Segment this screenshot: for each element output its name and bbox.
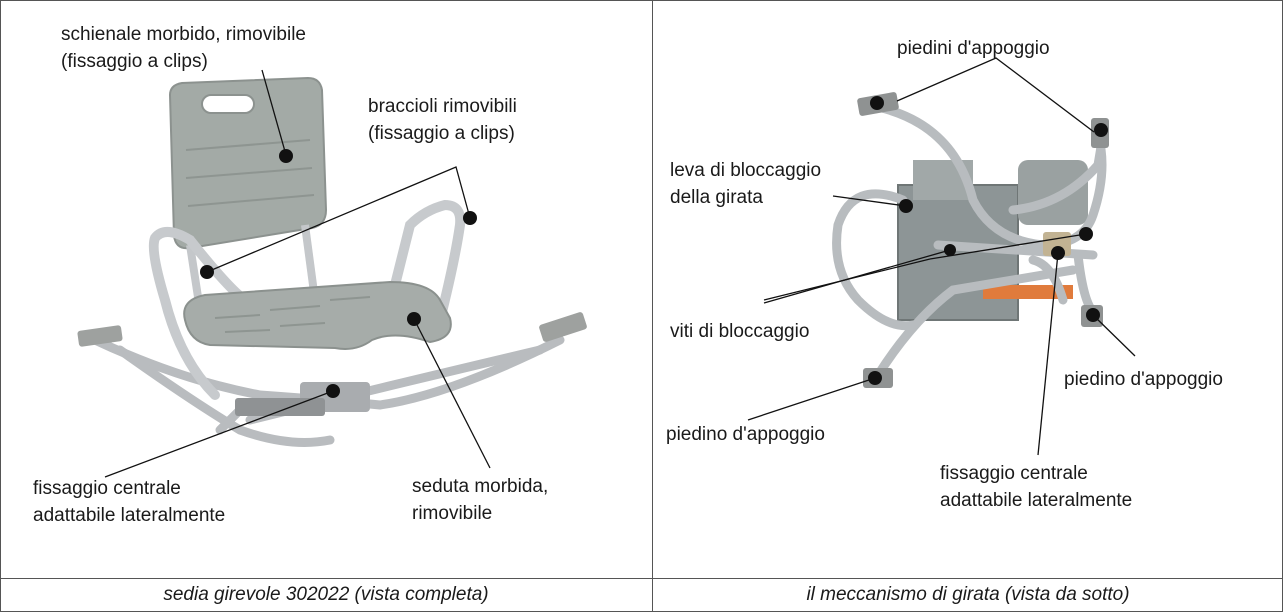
label-armrests: braccioli rimovibili (fissaggio a clips) bbox=[368, 96, 517, 144]
table-vertical-divider bbox=[652, 0, 653, 612]
label-lock-screws: viti di bloccaggio bbox=[670, 321, 810, 342]
label-central-fixing-left: fissaggio centrale adattabile lateralmen… bbox=[33, 478, 226, 526]
swivel-mechanism-illustration bbox=[747, 57, 1136, 456]
caption-right: il meccanismo di girata (vista da sotto) bbox=[806, 584, 1130, 605]
label-lock-lever: leva di bloccaggio della girata bbox=[670, 160, 822, 208]
label-backrest: schienale morbido, rimovibile (fissaggio… bbox=[61, 24, 306, 72]
caption-left: sedia girevole 302022 (vista completa) bbox=[163, 584, 489, 605]
label-support-foot-right: piedino d'appoggio bbox=[1064, 369, 1223, 390]
table-horizontal-divider bbox=[0, 578, 1283, 579]
label-central-fixing-right: fissaggio centrale adattabile lateralmen… bbox=[940, 463, 1133, 511]
swivel-chair-illustration bbox=[77, 69, 587, 478]
label-support-foot-left: piedino d'appoggio bbox=[666, 424, 825, 445]
label-support-feet-top: piedini d'appoggio bbox=[897, 38, 1050, 59]
label-seat: seduta morbida, rimovibile bbox=[412, 476, 549, 524]
